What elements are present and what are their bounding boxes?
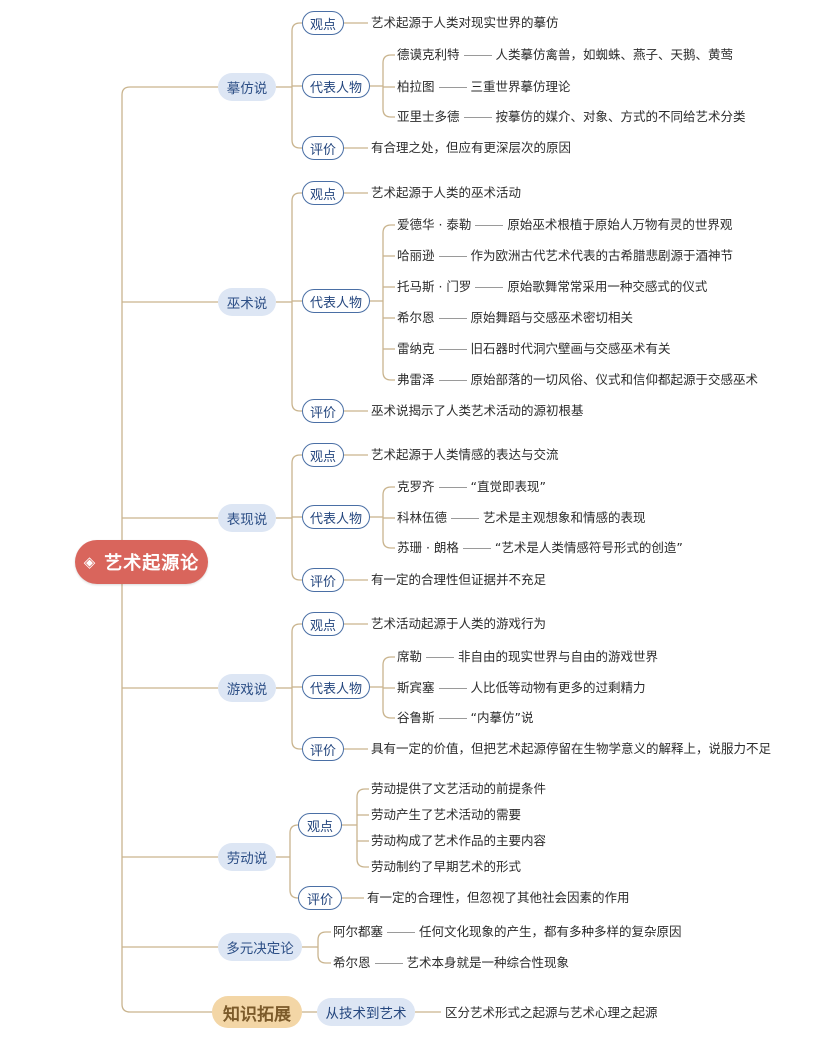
mimesis-person-2: 柏拉图三重世界摹仿理论 bbox=[397, 79, 571, 94]
dash-separator bbox=[438, 687, 467, 689]
play-person-1: 席勒非自由的现实世界与自由的游戏世界 bbox=[397, 649, 659, 664]
labor-viewpoint-3: 劳动构成了艺术作品的主要内容 bbox=[371, 833, 547, 848]
play-person-3: 谷鲁斯“内摹仿”说 bbox=[397, 710, 534, 725]
dash-separator bbox=[438, 86, 467, 88]
dash-separator bbox=[438, 486, 467, 488]
people1-branch-0 bbox=[382, 224, 395, 301]
branch-labor[interactable]: 劳动说 bbox=[218, 843, 276, 871]
play-evaluation-text: 具有一定的价值，但把艺术起源停留在生物学意义的解释上，说服力不足 bbox=[371, 741, 772, 756]
dash-separator bbox=[387, 931, 416, 933]
theory3-branch-2 bbox=[291, 688, 302, 750]
mimesis-evaluation-node[interactable]: 评价 bbox=[302, 136, 344, 160]
mimesis-viewpoint-text: 艺术起源于人类对现实世界的摹仿 bbox=[371, 15, 559, 30]
theory3-branch-0 bbox=[291, 623, 302, 688]
expression-viewpoint-text: 艺术起源于人类情感的表达与交流 bbox=[371, 447, 559, 462]
dash-separator bbox=[438, 717, 467, 719]
labor-viewpoint-2: 劳动产生了艺术活动的需要 bbox=[371, 807, 522, 822]
theory2-branch-2 bbox=[291, 518, 302, 581]
dash-separator bbox=[462, 547, 491, 549]
people0-branch-2 bbox=[382, 86, 395, 118]
branch-pluralism[interactable]: 多元决定论 bbox=[218, 933, 302, 961]
extension-desc: 区分艺术形式之起源与艺术心理之起源 bbox=[445, 1005, 658, 1020]
labor-evaluation-node[interactable]: 评价 bbox=[298, 886, 342, 910]
theory1-branch-0 bbox=[291, 192, 302, 302]
people3-branch-0 bbox=[382, 656, 395, 687]
dash-separator bbox=[475, 224, 504, 226]
diamond-icon: ◈ bbox=[83, 553, 97, 571]
people0-branch-0 bbox=[382, 54, 395, 86]
expression-evaluation-node[interactable]: 评价 bbox=[302, 568, 344, 592]
expression-evaluation-text: 有一定的合理性但证据并不充足 bbox=[371, 572, 547, 587]
labor-viewpoint-1: 劳动提供了文艺活动的前提条件 bbox=[371, 781, 547, 796]
pluralism-person-2: 希尔恩艺术本身就是一种综合性现象 bbox=[333, 955, 570, 970]
root-title: 艺术起源论 bbox=[104, 553, 200, 574]
dash-separator bbox=[438, 317, 467, 319]
magic-person-5: 雷纳克旧石器时代洞穴壁画与交感巫术有关 bbox=[397, 341, 671, 356]
branch-magic[interactable]: 巫术说 bbox=[218, 288, 276, 316]
play-people-node[interactable]: 代表人物 bbox=[302, 675, 370, 699]
labor-viewpoints-branch-0 bbox=[356, 788, 369, 825]
root-node: ◈ 艺术起源论 bbox=[75, 540, 208, 584]
branch-play[interactable]: 游戏说 bbox=[218, 674, 276, 702]
branch-mimesis[interactable]: 摹仿说 bbox=[218, 73, 276, 101]
dash-separator bbox=[475, 286, 504, 288]
magic-evaluation-node[interactable]: 评价 bbox=[302, 399, 344, 423]
dash-separator bbox=[451, 517, 480, 519]
expression-person-3: 苏珊 · 朗格“艺术是人类情感符号形式的创造” bbox=[397, 540, 683, 555]
branch-expression[interactable]: 表现说 bbox=[218, 504, 276, 532]
play-person-2: 斯宾塞人比低等动物有更多的过剩精力 bbox=[397, 680, 646, 695]
branch-extension[interactable]: 知识拓展 bbox=[212, 996, 302, 1028]
theory1-branch-2 bbox=[291, 302, 302, 412]
magic-person-1: 爱德华 · 泰勒原始巫术根植于原始人万物有灵的世界观 bbox=[397, 217, 733, 232]
pluralism-branch-1 bbox=[317, 947, 331, 964]
play-evaluation-node[interactable]: 评价 bbox=[302, 737, 344, 761]
root-branch-6 bbox=[121, 562, 218, 1013]
expression-person-1: 克罗齐“直觉即表现” bbox=[397, 479, 546, 494]
dash-separator bbox=[438, 348, 467, 350]
dash-separator bbox=[463, 54, 492, 56]
labor-branch-0 bbox=[289, 824, 299, 857]
dash-separator bbox=[438, 379, 467, 381]
people2-branch-0 bbox=[382, 486, 395, 517]
mimesis-people-node[interactable]: 代表人物 bbox=[302, 74, 370, 98]
mimesis-evaluation-text: 有合理之处，但应有更深层次的原因 bbox=[371, 140, 572, 155]
extension-topic-node[interactable]: 从技术到艺术 bbox=[317, 998, 415, 1026]
labor-viewpoint-node[interactable]: 观点 bbox=[298, 813, 342, 837]
magic-person-2: 哈丽逊作为欧洲古代艺术代表的古希腊悲剧源于酒神节 bbox=[397, 248, 734, 263]
theory2-branch-0 bbox=[291, 454, 302, 518]
mimesis-person-1: 德谟克利特人类摹仿禽兽，如蜘蛛、燕子、天鹅、黄莺 bbox=[397, 47, 734, 62]
magic-viewpoint-node[interactable]: 观点 bbox=[302, 181, 344, 205]
root-branch-0 bbox=[121, 86, 218, 562]
expression-viewpoint-node[interactable]: 观点 bbox=[302, 443, 344, 467]
theory0-branch-2 bbox=[291, 87, 302, 149]
dash-separator bbox=[463, 116, 492, 118]
magic-evaluation-text: 巫术说揭示了人类艺术活动的源初根基 bbox=[371, 403, 584, 418]
play-viewpoint-text: 艺术活动起源于人类的游戏行为 bbox=[371, 616, 547, 631]
dash-separator bbox=[374, 962, 403, 964]
labor-branch-1 bbox=[289, 857, 299, 899]
pluralism-branch-0 bbox=[317, 931, 331, 947]
play-viewpoint-node[interactable]: 观点 bbox=[302, 612, 344, 636]
people2-branch-2 bbox=[382, 517, 395, 549]
magic-person-6: 弗雷泽原始部落的一切风俗、仪式和信仰都起源于交感巫术 bbox=[397, 372, 759, 387]
mimesis-viewpoint-node[interactable]: 观点 bbox=[302, 11, 344, 35]
pluralism-person-1: 阿尔都塞任何文化现象的产生，都有多种多样的复杂原因 bbox=[333, 924, 682, 939]
magic-people-node[interactable]: 代表人物 bbox=[302, 289, 370, 313]
magic-person-4: 希尔恩原始舞蹈与交感巫术密切相关 bbox=[397, 310, 634, 325]
mimesis-person-3: 亚里士多德按摹仿的媒介、对象、方式的不同给艺术分类 bbox=[397, 109, 746, 124]
labor-viewpoints-branch-3 bbox=[356, 825, 369, 868]
labor-evaluation-text: 有一定的合理性，但忽视了其他社会因素的作用 bbox=[367, 890, 630, 905]
dash-separator bbox=[426, 656, 455, 658]
theory0-branch-0 bbox=[291, 22, 302, 87]
magic-viewpoint-text: 艺术起源于人类的巫术活动 bbox=[371, 185, 522, 200]
expression-people-node[interactable]: 代表人物 bbox=[302, 505, 370, 529]
magic-person-3: 托马斯 · 门罗原始歌舞常常采用一种交感式的仪式 bbox=[397, 279, 708, 294]
dash-separator bbox=[438, 255, 467, 257]
people1-branch-5 bbox=[382, 301, 395, 381]
labor-viewpoint-4: 劳动制约了早期艺术的形式 bbox=[371, 859, 522, 874]
expression-person-2: 科林伍德艺术是主观想象和情感的表现 bbox=[397, 510, 646, 525]
people3-branch-2 bbox=[382, 687, 395, 719]
